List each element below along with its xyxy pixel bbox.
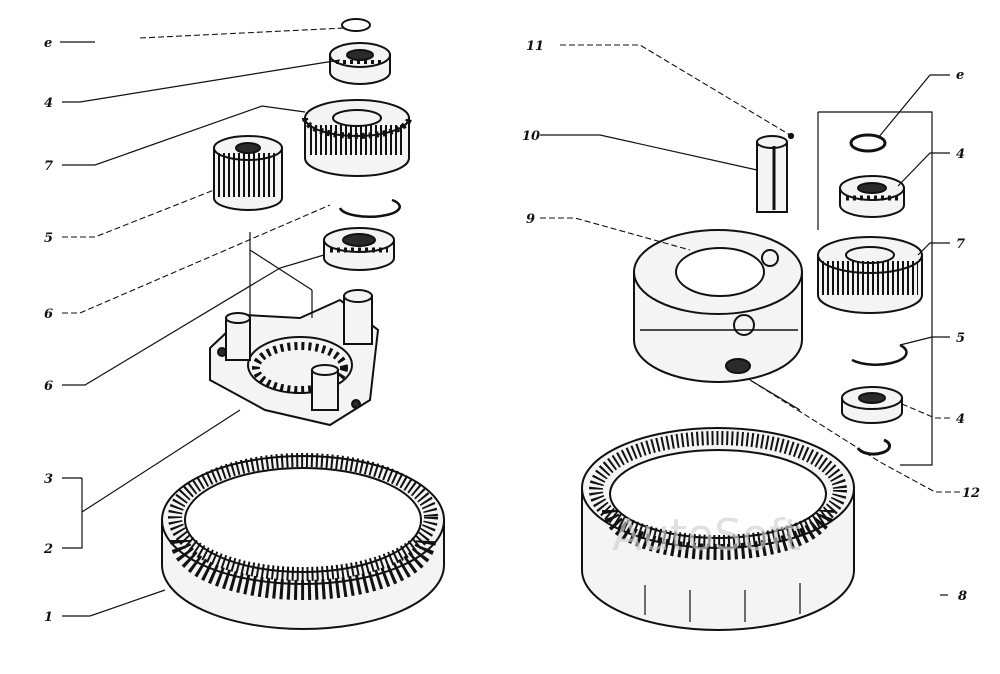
- bearing-top: [329, 42, 391, 85]
- label-left-4: 5: [44, 231, 53, 246]
- label-left-8: 2: [43, 542, 53, 557]
- snap-ring-right: [849, 133, 887, 153]
- label-right-10: 8: [958, 589, 967, 604]
- labels-right: 11 10 9 e 4 7 5 4 12 8: [522, 39, 980, 604]
- label-left-6: 6: [44, 379, 53, 394]
- planet-carrier: [209, 232, 380, 427]
- pinion-gear: [213, 135, 283, 211]
- bearing-middle: [323, 227, 395, 271]
- label-right-9: 12: [962, 486, 980, 501]
- left-assembly: e 4 7 5 6 6 3 2 1: [43, 18, 445, 630]
- bearing-lower-right: [841, 386, 903, 424]
- leader-lines-left: [60, 27, 346, 617]
- shaft-pin: [756, 135, 788, 213]
- snap-ring-top: [341, 18, 371, 32]
- label-right-7: 5: [956, 331, 965, 346]
- leader-lines-right: [540, 44, 960, 596]
- label-right-3: 9: [526, 212, 535, 227]
- ring-gear-right: [581, 427, 855, 631]
- ring-gear-left: [161, 453, 445, 630]
- labels-left: e 4 7 5 6 6 3 2 1: [43, 36, 53, 625]
- sun-gear: [302, 99, 412, 177]
- snap-ring-lower-right: [856, 438, 891, 456]
- planet-housing: [633, 229, 803, 383]
- label-left-9: 1: [44, 610, 53, 625]
- right-assembly: 11 10 9 e 4 7 5 4 12 8: [522, 39, 980, 631]
- retaining-ring: [338, 198, 401, 218]
- planet-gear-right: [817, 236, 923, 314]
- watermark-text: AutoSoft: [612, 510, 801, 561]
- label-left-3: 7: [44, 159, 53, 174]
- label-right-2: 10: [522, 129, 540, 144]
- label-right-8: 4: [956, 412, 965, 427]
- bearing-right: [839, 175, 905, 218]
- parts-bracket: [817, 111, 933, 466]
- retaining-ring-right: [851, 343, 908, 366]
- label-left-7: 3: [44, 472, 53, 487]
- label-right-4: e: [956, 68, 964, 83]
- label-left-1: e: [44, 36, 52, 51]
- label-left-2: 4: [44, 96, 53, 111]
- label-right-6: 7: [956, 237, 965, 252]
- label-right-1: 11: [526, 39, 544, 54]
- label-left-5: 6: [44, 307, 53, 322]
- label-right-5: 4: [956, 147, 965, 162]
